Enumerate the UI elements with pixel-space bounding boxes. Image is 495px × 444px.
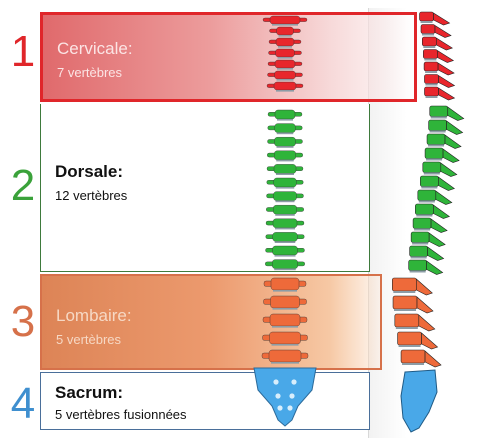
thoracic-vertebra bbox=[266, 205, 304, 216]
sacral-foramen bbox=[275, 393, 280, 398]
spine-side-view bbox=[375, 8, 493, 438]
segment-number-2: 2 bbox=[6, 164, 40, 208]
segment-title: Cervicale: bbox=[57, 39, 133, 59]
thoracic-vertebra bbox=[267, 151, 303, 162]
segment-subtitle: 5 vertèbres fusionnées bbox=[55, 407, 187, 422]
thoracic-vertebra bbox=[267, 178, 304, 189]
thoracic-vertebra bbox=[409, 260, 443, 275]
cervical-vertebra bbox=[424, 75, 454, 88]
thoracic-vertebra bbox=[410, 246, 444, 261]
cervical-vertebra bbox=[269, 38, 301, 48]
lumbar-vertebra bbox=[395, 314, 435, 331]
cervical-vertebra bbox=[424, 87, 454, 100]
spine-front-view bbox=[240, 10, 330, 430]
thoracic-vertebra bbox=[266, 232, 305, 243]
segment-number-1: 1 bbox=[6, 30, 40, 74]
sacral-foramen bbox=[273, 379, 278, 384]
cervical-vertebra bbox=[263, 16, 307, 26]
thoracic-vertebra bbox=[411, 232, 445, 247]
thoracic-vertebra bbox=[268, 124, 303, 135]
thoracic-vertebra bbox=[267, 164, 303, 175]
segment-title: Sacrum: bbox=[55, 383, 123, 403]
segment-lumbar: Lombaire: 5 vertèbres bbox=[40, 274, 382, 370]
sacrum-shape bbox=[401, 370, 437, 432]
thoracic-vertebra bbox=[423, 162, 457, 177]
thoracic-vertebra bbox=[265, 260, 305, 271]
sacral-foramen bbox=[287, 405, 292, 410]
segment-subtitle: 12 vertèbres bbox=[55, 188, 127, 203]
thoracic-vertebra bbox=[268, 110, 302, 121]
cervical-vertebra bbox=[268, 60, 302, 70]
thoracic-vertebra bbox=[429, 120, 463, 135]
segment-subtitle: 5 vertèbres bbox=[56, 332, 121, 347]
segment-cervical: Cervicale: 7 vertèbres bbox=[40, 12, 417, 102]
cervical-vertebra bbox=[270, 27, 301, 37]
sacral-foramen bbox=[289, 393, 294, 398]
thoracic-vertebra bbox=[425, 148, 459, 163]
sacral-foramen bbox=[277, 405, 282, 410]
thoracic-vertebra bbox=[268, 137, 303, 148]
thoracic-vertebra bbox=[418, 190, 452, 205]
sacral-foramen bbox=[291, 379, 296, 384]
thoracic-vertebra bbox=[267, 192, 304, 203]
segment-subtitle: 7 vertèbres bbox=[57, 65, 122, 80]
sacrum-shape bbox=[254, 368, 316, 426]
thoracic-vertebra bbox=[427, 134, 461, 149]
segment-number-4: 4 bbox=[6, 382, 40, 426]
thoracic-vertebra bbox=[415, 204, 449, 219]
thoracic-vertebra bbox=[430, 106, 464, 121]
thoracic-vertebra bbox=[266, 246, 305, 257]
lumbar-vertebra bbox=[262, 350, 308, 364]
cervical-vertebra bbox=[420, 12, 450, 25]
cervical-vertebra bbox=[421, 25, 451, 38]
lumbar-vertebra bbox=[264, 296, 307, 310]
segment-number-3: 3 bbox=[6, 300, 40, 344]
cervical-vertebra bbox=[268, 71, 303, 81]
cervical-vertebra bbox=[422, 37, 452, 50]
cervical-vertebra bbox=[423, 50, 453, 63]
lumbar-vertebra bbox=[398, 332, 438, 349]
thoracic-vertebra bbox=[413, 218, 447, 233]
lumbar-vertebra bbox=[264, 278, 306, 292]
cervical-vertebra bbox=[269, 49, 302, 59]
lumbar-vertebra bbox=[393, 296, 433, 313]
lumbar-vertebra bbox=[392, 278, 432, 295]
thoracic-vertebra bbox=[266, 219, 304, 230]
thoracic-vertebra bbox=[420, 176, 454, 191]
segment-title: Dorsale: bbox=[55, 162, 123, 182]
segment-title: Lombaire: bbox=[56, 306, 132, 326]
cervical-vertebra bbox=[424, 62, 454, 75]
lumbar-vertebra bbox=[263, 314, 307, 328]
lumbar-vertebra bbox=[263, 332, 308, 346]
lumbar-vertebra bbox=[401, 350, 441, 367]
cervical-vertebra bbox=[267, 82, 303, 92]
